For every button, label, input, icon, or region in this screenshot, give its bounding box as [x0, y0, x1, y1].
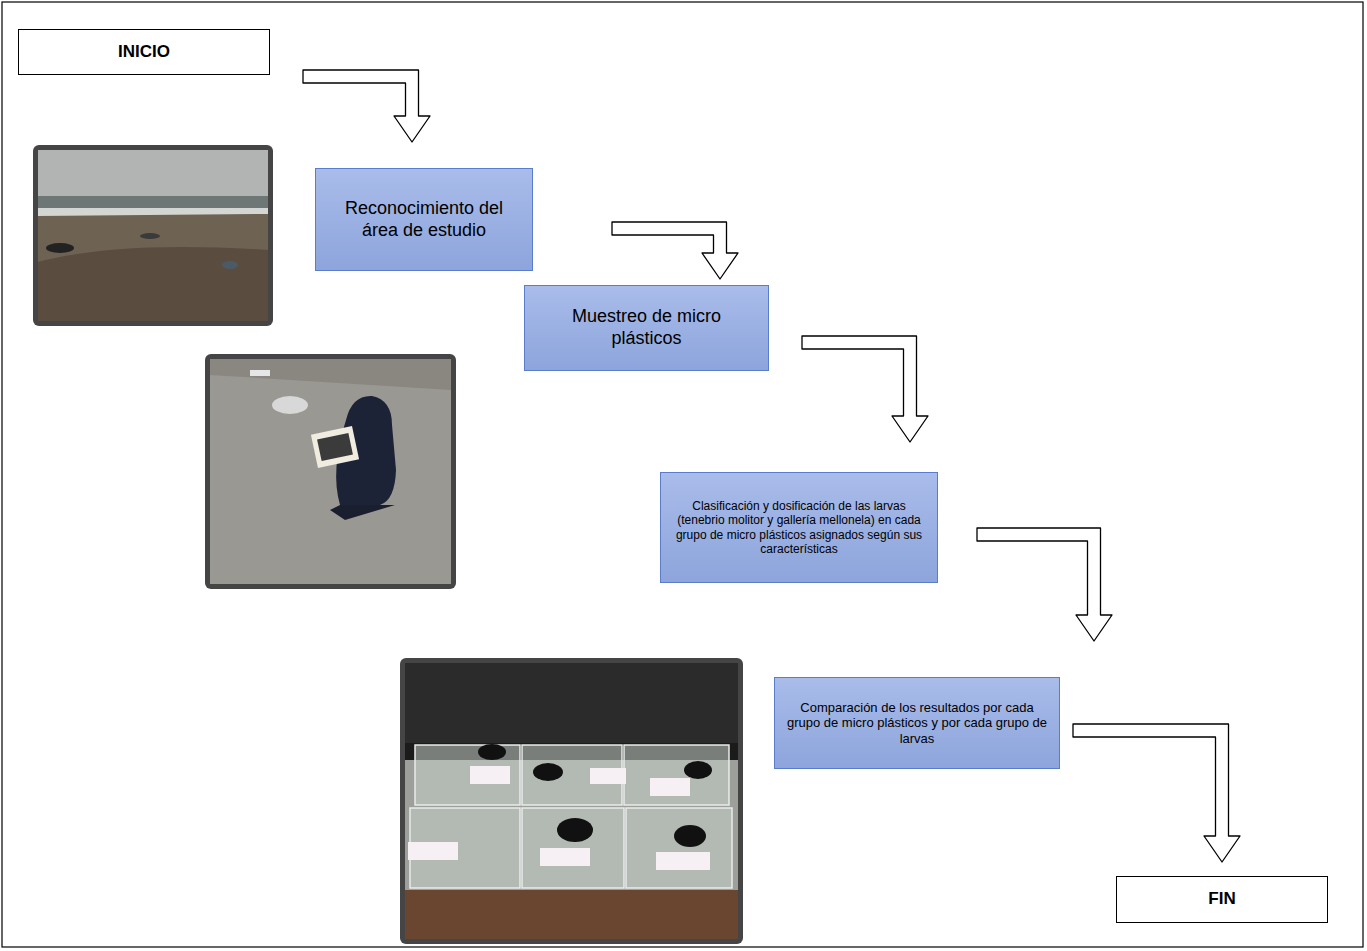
tanks-photo [400, 658, 743, 944]
process-box: Clasificación y dosificación de las larv… [660, 472, 938, 583]
process-box: Reconocimiento del área de estudio [315, 168, 533, 271]
block-arrow [612, 222, 738, 279]
box-label: Clasificación y dosificación de las larv… [671, 499, 927, 557]
box-label: Comparación de los resultados por cada g… [785, 700, 1049, 747]
terminal-box: FIN [1116, 876, 1328, 923]
box-label: Reconocimiento del área de estudio [326, 198, 522, 241]
process-box: Muestreo de micro plásticos [524, 285, 769, 371]
box-label: FIN [1208, 889, 1235, 909]
process-box: Comparación de los resultados por cada g… [774, 677, 1060, 769]
terminal-box: INICIO [18, 29, 270, 75]
sampling-photo [205, 354, 456, 589]
block-arrow [1073, 724, 1240, 862]
beach-photo [33, 145, 273, 326]
block-arrow [802, 336, 928, 442]
box-label: Muestreo de micro plásticos [535, 306, 758, 349]
block-arrow [303, 70, 430, 142]
block-arrow [977, 528, 1112, 641]
box-label: INICIO [118, 42, 170, 62]
